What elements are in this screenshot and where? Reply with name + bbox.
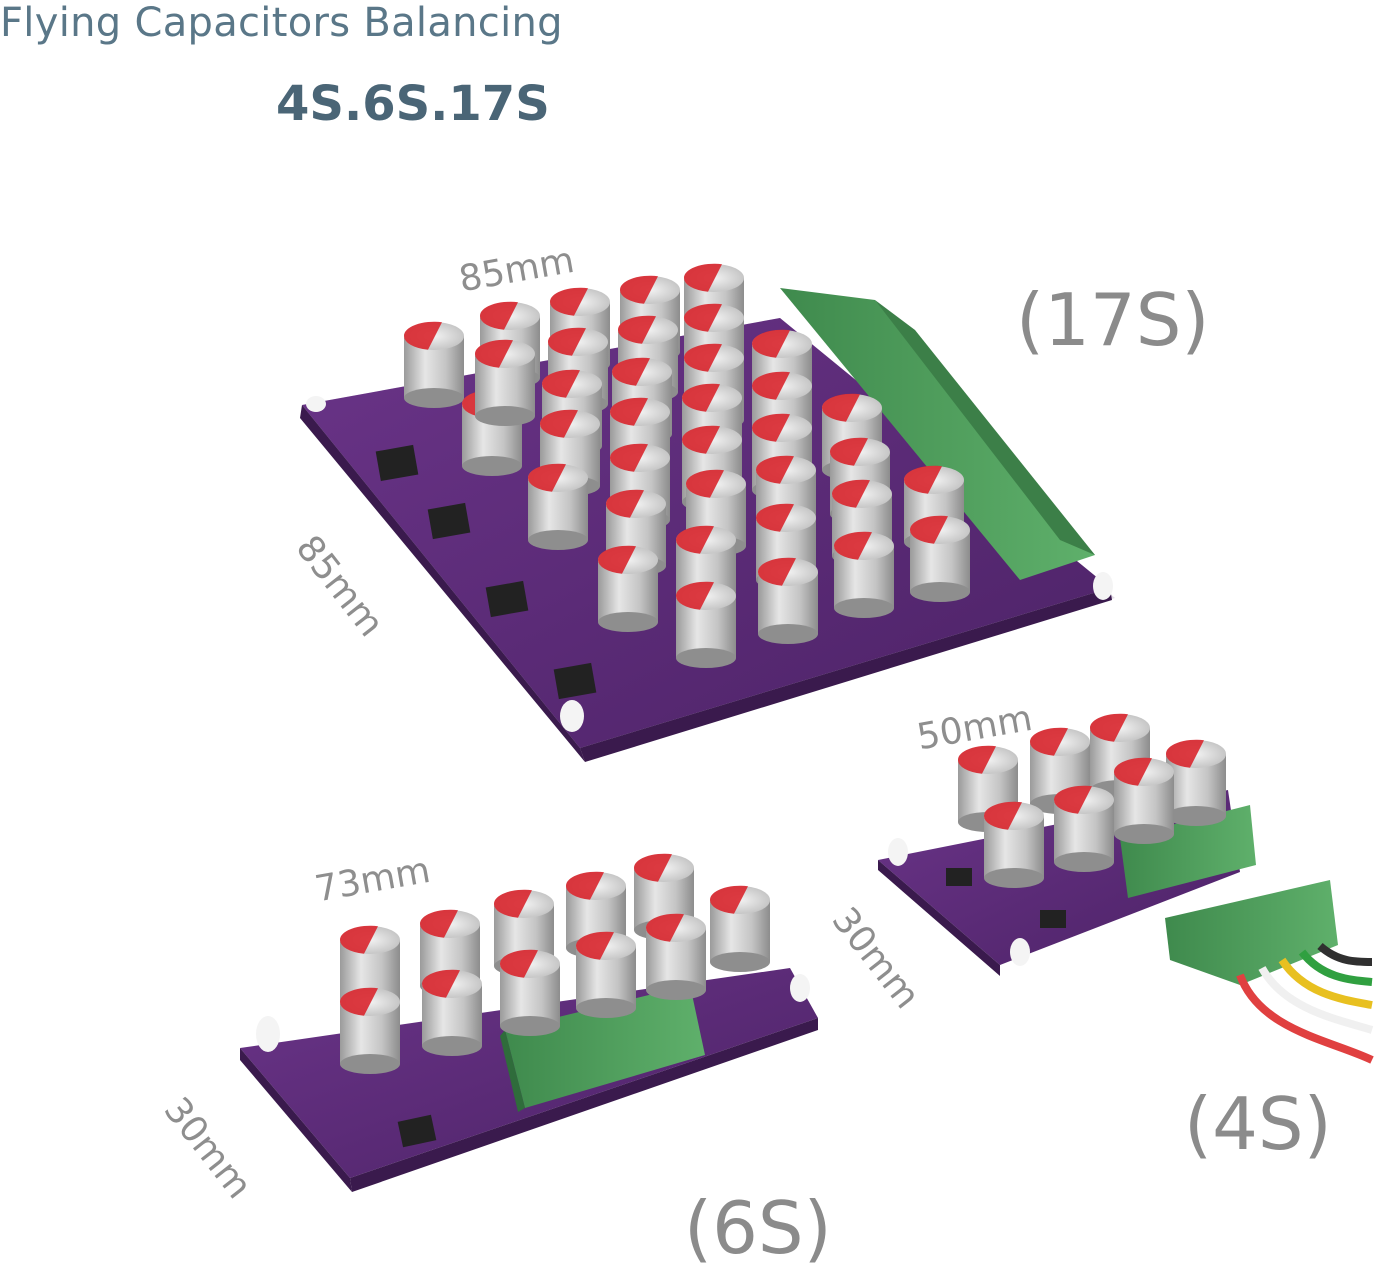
label-6s: (6S): [684, 1186, 832, 1270]
page-title: Flying Capacitors Balancing: [0, 0, 563, 46]
page-subtitle: 4S.6S.17S: [276, 76, 550, 132]
board-17s: [300, 263, 1115, 762]
label-4s: (4S): [1184, 1082, 1332, 1166]
label-17s: (17S): [1016, 278, 1210, 362]
board-4s: [878, 713, 1374, 1064]
board-6s: [240, 853, 818, 1192]
